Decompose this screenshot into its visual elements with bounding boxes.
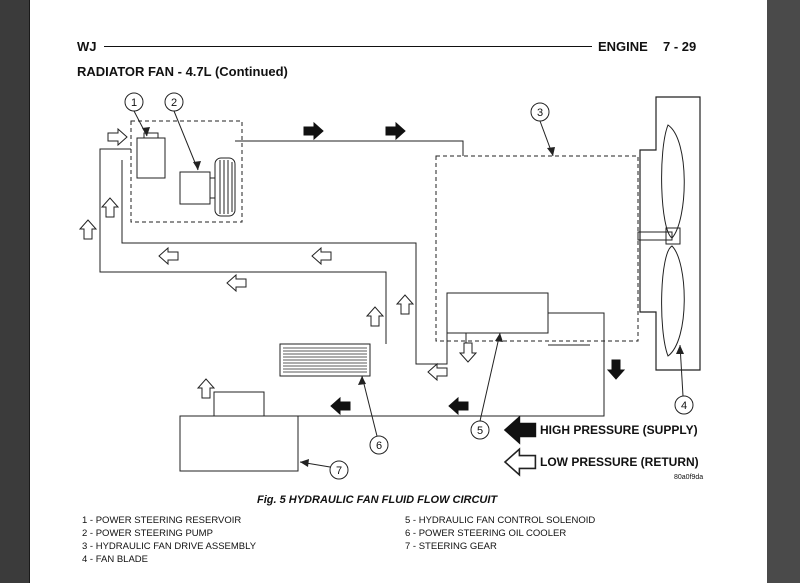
figure-caption: Fig. 5 HYDRAULIC FAN FLUID FLOW CIRCUIT — [257, 494, 498, 506]
low-pressure-key: LOW PRESSURE (RETURN) — [540, 455, 699, 469]
pump-body — [179, 171, 211, 205]
control-solenoid — [446, 292, 549, 334]
header-model: WJ — [77, 39, 97, 54]
callout-number: 4 — [681, 400, 687, 412]
legend-item: 4 - FAN BLADE — [82, 554, 148, 565]
manual-page — [30, 0, 767, 583]
header-section: ENGINE — [598, 39, 648, 54]
header-page-number: 7 - 29 — [663, 39, 697, 54]
fan-shaft — [637, 231, 673, 241]
callout-5 — [470, 420, 490, 440]
callout-number: 6 — [376, 440, 382, 452]
reservoir — [136, 137, 166, 179]
reservoir-cap — [143, 132, 159, 139]
legend-item: 2 - POWER STEERING PUMP — [82, 528, 213, 539]
pump-assembly-outline — [130, 120, 243, 223]
legend-item: 3 - HYDRAULIC FAN DRIVE ASSEMBLY — [82, 541, 257, 552]
callout-7 — [329, 460, 349, 480]
legend-item: 5 - HYDRAULIC FAN CONTROL SOLENOID — [405, 515, 596, 526]
callout-6 — [369, 435, 389, 455]
high-pressure-key: HIGH PRESSURE (SUPPLY) — [540, 423, 698, 437]
callout-number: 2 — [171, 97, 177, 109]
fan-shroud — [639, 96, 701, 371]
callout-number: 7 — [336, 465, 342, 477]
legend-item: 6 - POWER STEERING OIL COOLER — [405, 528, 567, 539]
pump-pulley — [214, 157, 236, 217]
fan-blade-lower — [661, 245, 685, 357]
fan-drive-outline — [435, 155, 639, 342]
callout-number: 1 — [131, 97, 137, 109]
header-rule — [104, 46, 592, 47]
callout-4 — [674, 395, 694, 415]
fan-blade-upper — [661, 124, 685, 239]
callout-3 — [530, 102, 550, 122]
legend-item: 7 - STEERING GEAR — [405, 541, 497, 552]
figure-code: 80a0f9da — [674, 474, 704, 481]
callout-1 — [124, 92, 144, 112]
legend-item: 1 - POWER STEERING RESERVOIR — [82, 515, 242, 526]
callout-2 — [164, 92, 184, 112]
callout-number: 5 — [477, 425, 483, 437]
viewer-background — [767, 0, 800, 583]
callout-number: 3 — [537, 107, 543, 119]
section-title: RADIATOR FAN - 4.7L (Continued) — [77, 64, 288, 79]
steering-gear — [179, 415, 299, 472]
